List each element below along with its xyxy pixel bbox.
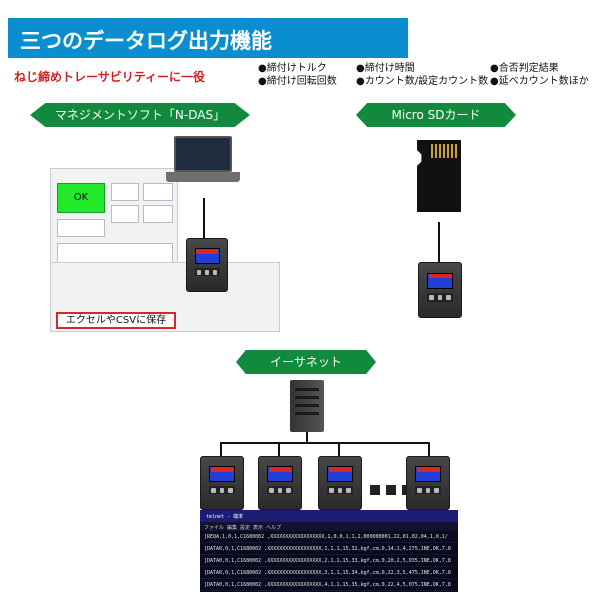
software-window: OK [50,168,178,268]
data-cell [111,205,139,223]
connection-line [428,442,430,456]
feature-item: ●締付け回転回数 [258,76,337,87]
sd-card-icon [417,140,461,212]
data-cell [57,219,105,237]
feature-list: ●締付けトルク ●締付け時間 ●合否判定結果 ●締付け回転回数 ●カウント数/設… [258,62,598,92]
terminal-row: [DATA0,0,1,C1680002 ,XXXXXXXXXXXXXXXXXX,… [200,567,458,579]
terminal-row: [DATA0,0,1,C1680002 ,XXXXXXXXXXXXXXXXXX,… [200,579,458,591]
controller-device-icon [418,262,462,318]
controller-device-icon [200,456,244,510]
page-title: 三つのデータログ出力機能 [8,18,408,58]
data-cell [143,205,173,223]
server-icon [290,380,324,432]
network-bus-line [220,442,430,444]
terminal-title: telnet - 端末 [200,510,458,522]
connection-line [278,442,280,456]
feature-item: ●カウント数/設定カウント数 [356,76,489,87]
ok-status-panel: OK [57,183,105,213]
data-cell [111,183,139,201]
section-banner-software: マネジメントソフト「N-DAS」 [30,103,250,127]
section-banner-sdcard: Micro SDカード [356,103,516,127]
feature-item: ●合否判定結果 [490,63,559,74]
feature-item: ●締付けトルク [258,63,327,74]
section-banner-ethernet: イーサネット [236,350,376,374]
terminal-menu: ファイル 編集 設定 表示 ヘルプ [200,522,458,531]
terminal-row: [DATA0,0,1,C1680002 ,XXXXXXXXXXXXXXXXXX,… [200,543,458,555]
data-cell [143,183,173,201]
terminal-window: telnet - 端末 ファイル 編集 設定 表示 ヘルプ [REQA,1,0,… [200,510,458,592]
feature-item: ●締付け時間 [356,63,415,74]
laptop-icon [166,136,240,184]
controller-device-icon [258,456,302,510]
terminal-row: [REQA,1,0,1,C1680002 ,XXXXXXXXXXXXXXXXXX… [200,531,458,543]
controller-device-icon [406,456,450,510]
save-note: エクセルやCSVに保存 [56,312,176,329]
tagline: ねじ締めトレーサビリティーに一役 [14,70,206,84]
feature-item: ●延べカウント数ほか [490,76,589,87]
connection-line [203,198,205,238]
controller-device-icon [318,456,362,510]
terminal-row: [DATA0,0,1,C1680002 ,XXXXXXXXXXXXXXXXXX,… [200,555,458,567]
connection-line [338,442,340,456]
controller-device-icon [186,238,228,292]
connection-line [306,432,308,442]
connection-line [220,442,222,456]
connection-line [438,222,440,262]
